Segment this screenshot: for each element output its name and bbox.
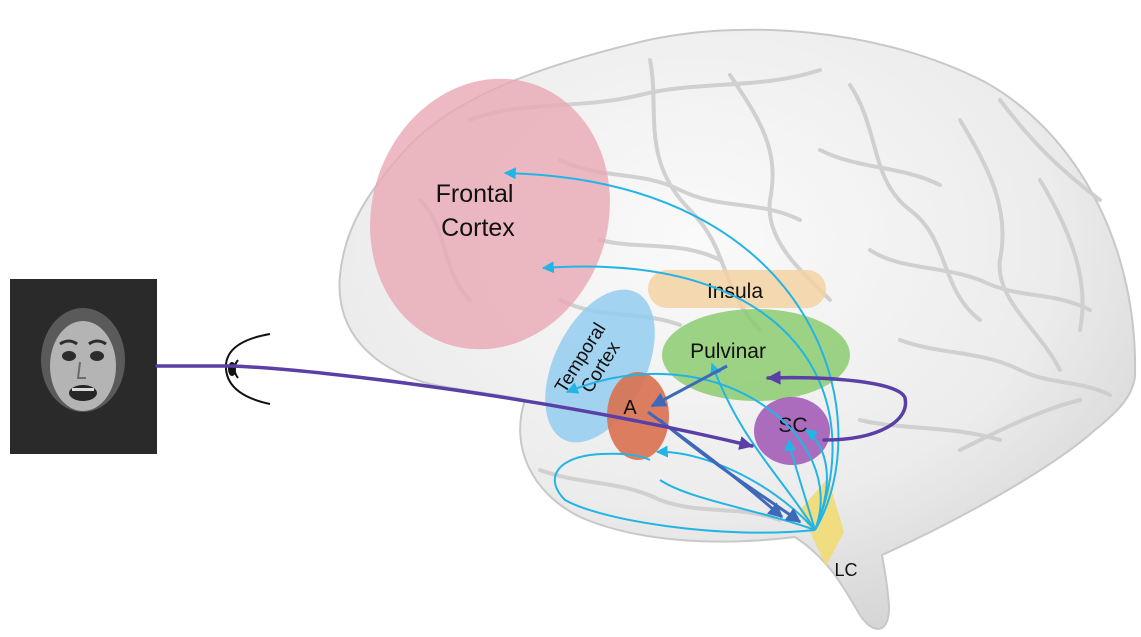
frontal-label-line1: Frontal [436, 180, 514, 208]
lc-label: LC [834, 560, 857, 580]
fearful-face-photo [10, 279, 157, 454]
pulvinar-label: Pulvinar [690, 340, 766, 363]
amygdala-label: A [623, 397, 637, 419]
frontal-label-line2: Cortex [441, 214, 515, 242]
insula-label: Insula [707, 280, 763, 303]
sc-label: SC [778, 414, 807, 437]
